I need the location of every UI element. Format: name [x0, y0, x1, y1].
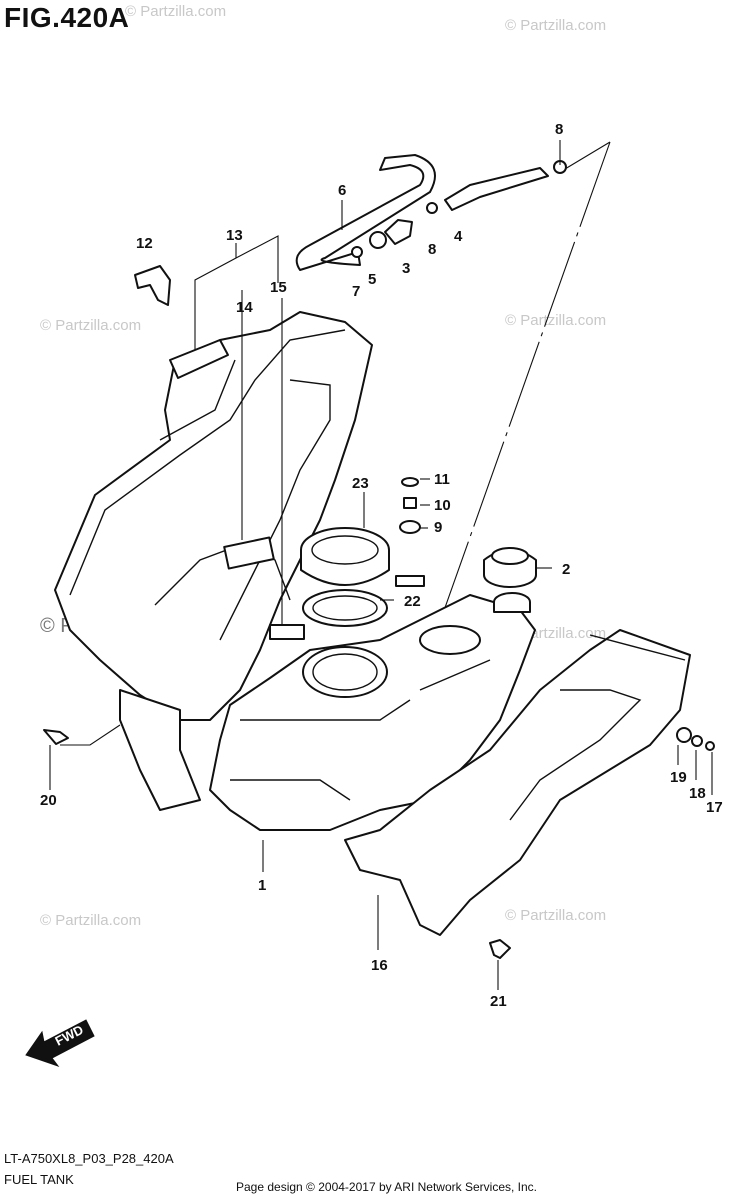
- callout-2: 2: [562, 561, 570, 578]
- watermark: © Partzilla.com: [505, 17, 606, 34]
- callout-16: 16: [371, 957, 388, 974]
- callout-11: 11: [434, 471, 450, 488]
- damper-bolt-stack: [395, 477, 425, 587]
- copyright-notice: Page design © 2004-2017 by ARI Network S…: [236, 1180, 538, 1194]
- callout-5: 5: [368, 271, 376, 288]
- callout-20: 20: [40, 792, 57, 809]
- callout-22: 22: [404, 593, 421, 610]
- fuel-tank-body: [209, 592, 536, 831]
- callout-15: 15: [270, 279, 287, 296]
- callout-labels: 1 2 3 4 5 6 7 8 8 9 10 11 12 13 14 15 16…: [40, 121, 723, 1010]
- callout-17: 17: [706, 799, 723, 816]
- diagram-code: LT-A750XL8_P03_P28_420A: [4, 1151, 174, 1166]
- figure-title: FIG.420A: [4, 2, 130, 33]
- callout-8: 8: [428, 241, 436, 258]
- watermark: © Partzilla.com: [125, 3, 226, 20]
- watermark: © Partzilla.com: [505, 907, 606, 924]
- callout-12: 12: [136, 235, 153, 252]
- callout-3: 3: [402, 260, 410, 277]
- fuel-cap: [483, 547, 537, 588]
- section-name: FUEL TANK: [4, 1172, 74, 1187]
- breather-hoses: [295, 154, 567, 271]
- watermark: © Partzilla.com: [40, 912, 141, 929]
- callout-6: 6: [338, 182, 346, 199]
- callout-19: 19: [670, 769, 687, 786]
- left-lower-panel: [119, 689, 201, 811]
- watermark: © Partzilla.com: [505, 312, 606, 329]
- callout-7: 7: [352, 283, 360, 300]
- right-side-cover: [344, 629, 691, 936]
- callout-21: 21: [490, 993, 507, 1010]
- callout-9: 9: [434, 519, 442, 536]
- watermark: © Partzilla.com: [40, 317, 141, 334]
- callout-1: 1: [258, 877, 266, 894]
- callout-23: 23: [352, 475, 369, 492]
- fwd-arrow-icon: FWD: [25, 1019, 95, 1068]
- callout-10: 10: [434, 497, 451, 514]
- callout-4: 4: [454, 228, 463, 245]
- bracket-clamp: [134, 265, 229, 379]
- bolts: [43, 727, 715, 959]
- leader-lines: [49, 140, 713, 990]
- callout-14: 14: [236, 299, 253, 316]
- callout-18: 18: [689, 785, 706, 802]
- callout-13: 13: [226, 227, 243, 244]
- callout-8: 8: [555, 121, 563, 138]
- fuel-pump-ring: [300, 527, 390, 627]
